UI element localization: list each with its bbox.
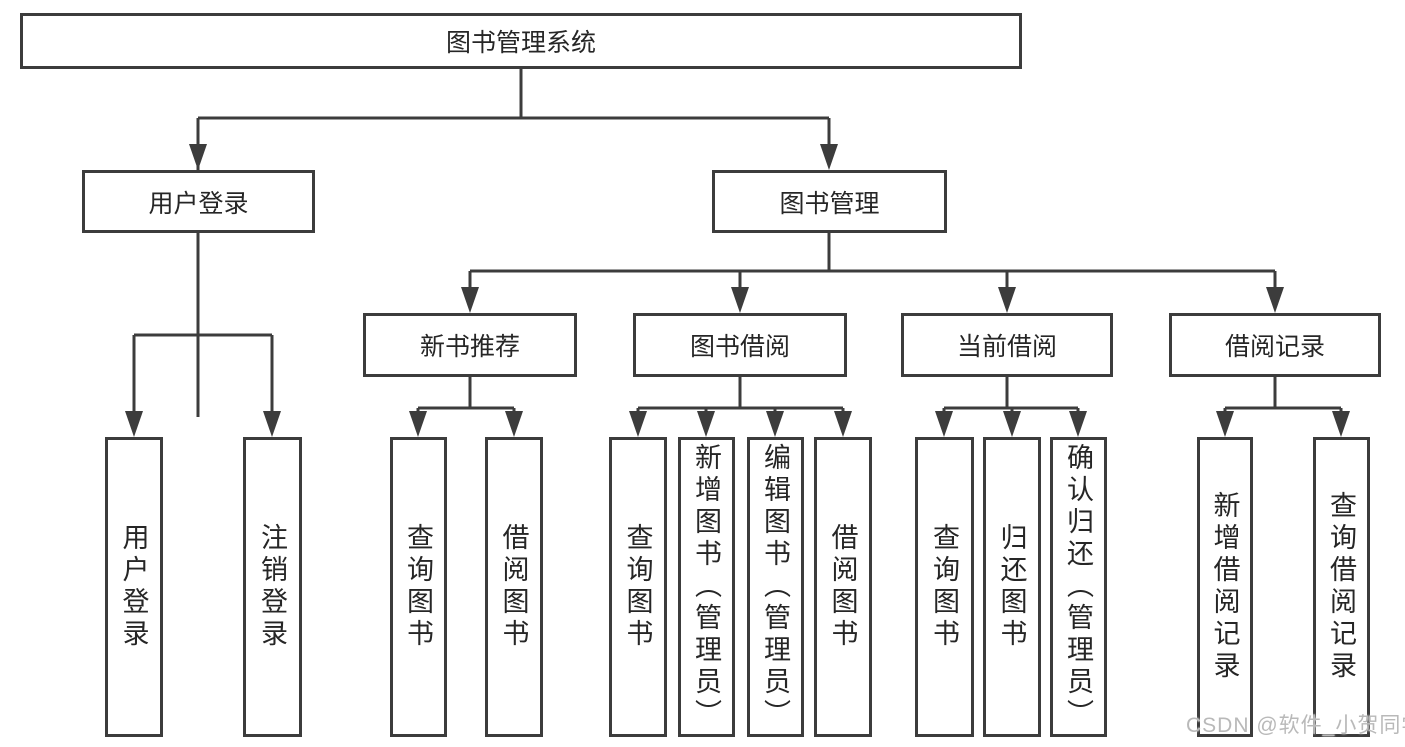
leaf-recommend-query-book: 查询图书 (390, 437, 447, 737)
connector-records-leaves (1223, 377, 1343, 417)
leaf-borrow-borrow-book: 借阅图书 (814, 437, 872, 737)
connector-borrow-leaves (636, 377, 845, 417)
leaf-recommend-borrow-book: 借阅图书 (485, 437, 543, 737)
connector-root-level1 (196, 69, 831, 417)
connector-book-mgmt-level2 (468, 233, 1277, 293)
leaf-user-login: 用户登录 (105, 437, 163, 737)
leaf-records-add-record: 新增借阅记录 (1197, 437, 1253, 737)
leaf-borrow-edit-book-admin: 编辑图书（管理员） (747, 437, 804, 737)
node-new-book-recommend: 新书推荐 (363, 313, 577, 377)
leaf-borrow-add-book-admin: 新增图书（管理员） (678, 437, 735, 737)
node-book-management: 图书管理 (712, 170, 947, 233)
leaf-current-confirm-return-admin: 确认归还（管理员） (1050, 437, 1107, 737)
watermark: CSDN @软件_小贺同学 (1186, 714, 1405, 737)
leaf-current-return-book: 归还图书 (983, 437, 1041, 737)
connector-user-login-leaves (132, 233, 274, 417)
leaf-records-query-record: 查询借阅记录 (1313, 437, 1370, 737)
node-library-system: 图书管理系统 (20, 13, 1022, 69)
node-book-borrow: 图书借阅 (633, 313, 847, 377)
node-current-borrow: 当前借阅 (901, 313, 1113, 377)
connector-recommend-leaves (416, 377, 516, 417)
leaf-current-query-book: 查询图书 (915, 437, 974, 737)
leaf-logout: 注销登录 (243, 437, 302, 737)
node-user-login: 用户登录 (82, 170, 315, 233)
leaf-borrow-query-book: 查询图书 (609, 437, 667, 737)
node-borrow-records: 借阅记录 (1169, 313, 1381, 377)
